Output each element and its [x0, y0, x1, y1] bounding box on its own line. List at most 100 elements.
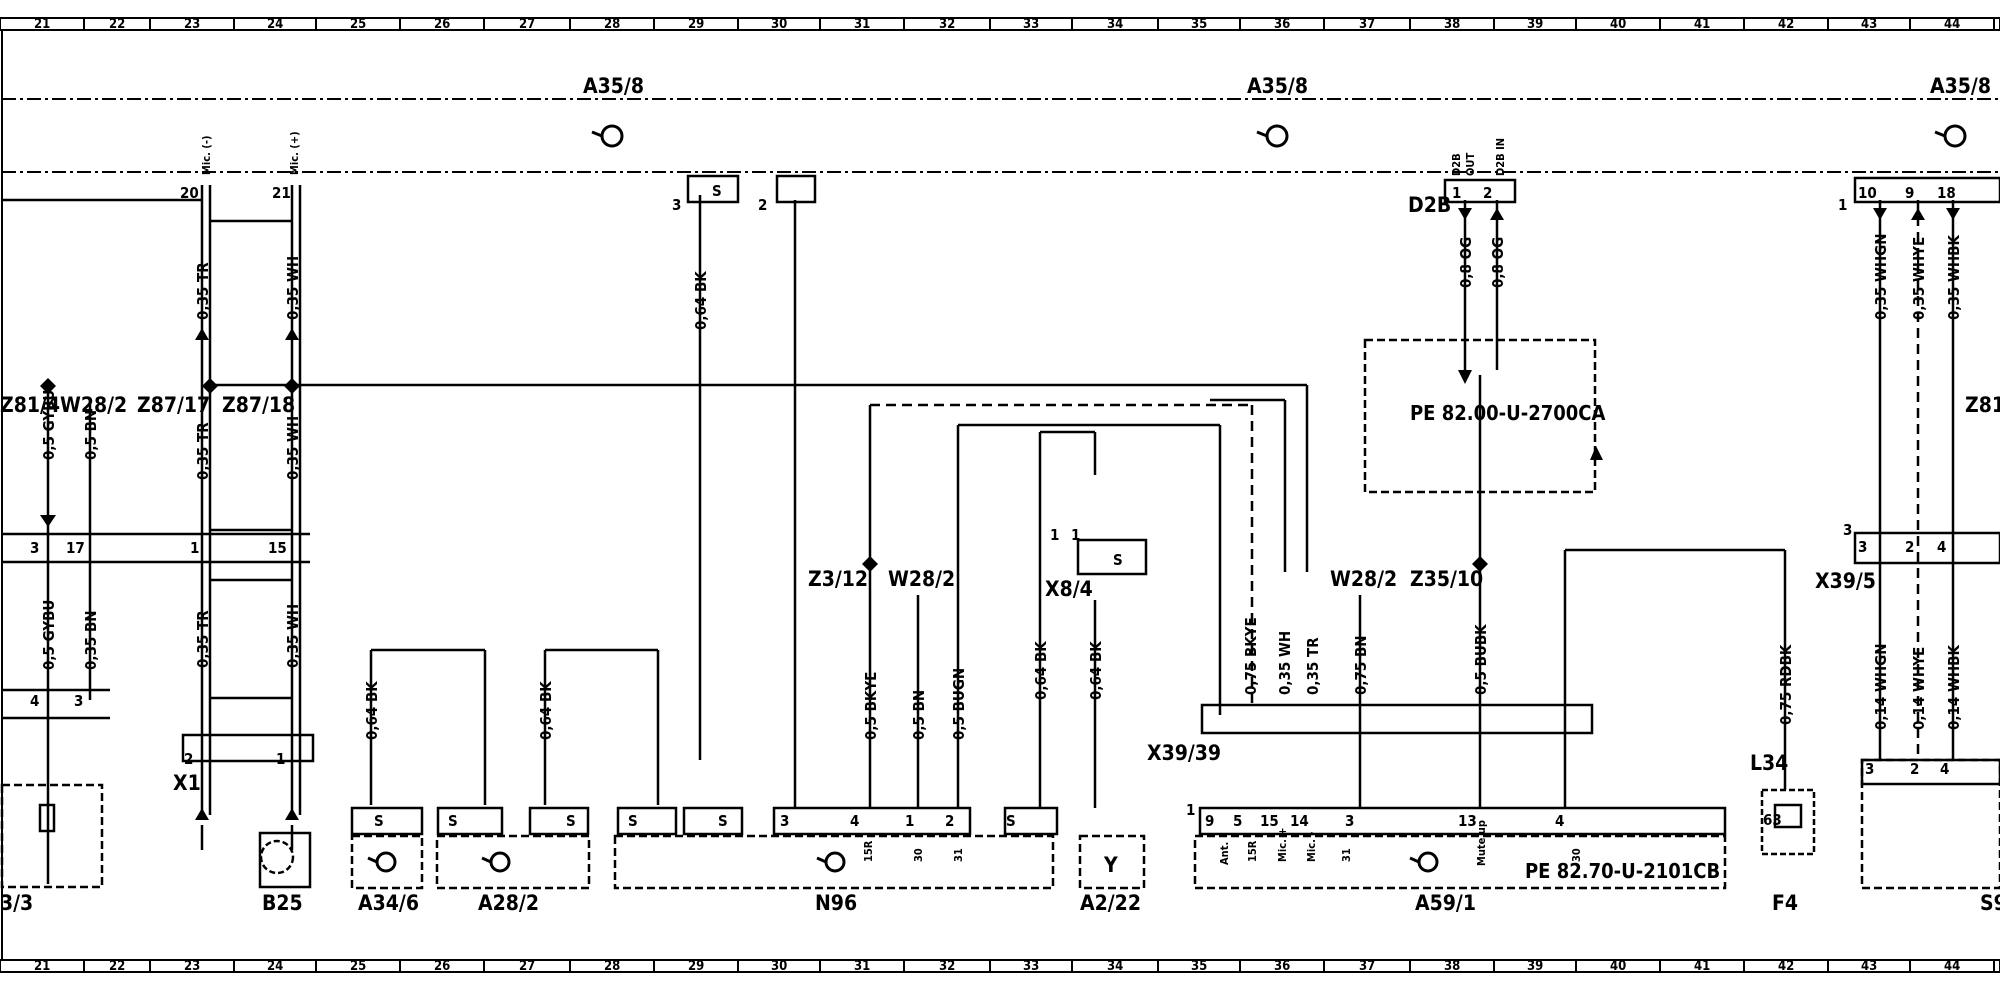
pin-function-label: 30 — [1570, 848, 1583, 862]
pin-function-label: 31 — [1340, 848, 1353, 862]
shield-s-mark: S — [1006, 812, 1016, 830]
wire-label: 0,75 RDBK — [1777, 644, 1795, 725]
n96-label: N96 — [815, 891, 857, 915]
wire-label: 0,8 OG — [1457, 237, 1475, 288]
grid-column-label: 32 — [939, 959, 955, 974]
arrow-markers — [40, 208, 1960, 820]
pin-label: 9 — [1205, 812, 1214, 830]
a34-6-label: A34/6 — [358, 891, 419, 915]
wire-label: 0,35 WH — [284, 416, 302, 480]
grid-column-label: 37 — [1359, 959, 1375, 974]
grid-column-label: 43 — [1861, 17, 1877, 32]
pin-label: 4 — [1940, 760, 1949, 778]
radio-unit-icon-stem — [481, 856, 492, 864]
wire-label: 0,35 WH — [1276, 631, 1294, 695]
pin-function-label: D2B — [1450, 153, 1463, 176]
f4-label: F4 — [1772, 891, 1798, 915]
grid-column-label: 31 — [854, 17, 870, 32]
node-z87-18: Z87/18 — [222, 393, 295, 417]
node-z81-4: Z81/4 — [0, 393, 60, 417]
grid-column-label: 30 — [771, 17, 787, 32]
wire-label: 0,64 BK — [692, 271, 710, 330]
pin-label: 9 — [1905, 184, 1914, 202]
x1-label: X1 — [173, 771, 201, 795]
a28-2-label: A28/2 — [478, 891, 539, 915]
a59-1-label: A59/1 — [1415, 891, 1476, 915]
pin-label: 1 — [905, 812, 914, 830]
node-z87-17: Z87/17 — [137, 393, 210, 417]
pin-label: 3 — [1858, 538, 1867, 556]
pin-function-label: 31 — [952, 848, 965, 862]
wire-label: 0,35 TR — [194, 422, 212, 480]
pin-label: 2 — [1905, 538, 1914, 556]
wire-paths — [0, 174, 2000, 890]
wire-label: 0,8 OG — [1489, 237, 1507, 288]
wire-label: 0,35 TR — [1304, 637, 1322, 695]
node-z81-right: Z81/ — [1965, 393, 2000, 417]
radio-unit-icon-stem — [1409, 856, 1420, 864]
radio-unit-icon-stem — [816, 856, 827, 864]
shield-s-mark: S — [628, 812, 638, 830]
reference-pe-bottom: PE 82.70-U-2101CB — [1525, 859, 1720, 883]
wire-label: 0,35 WHGN — [1872, 233, 1890, 320]
reference-pe-top: PE 82.00-U-2700CA — [1410, 401, 1605, 425]
grid-column-label: 40 — [1610, 959, 1626, 974]
grid-column-label: 37 — [1359, 17, 1375, 32]
grid-column-label: 42 — [1778, 959, 1794, 974]
radio-unit-icon — [489, 851, 511, 873]
grid-column-label: 28 — [604, 17, 620, 32]
pin-function-label: Mic. + — [1276, 827, 1289, 862]
junction-diamonds — [40, 378, 1488, 572]
grid-column-label: 24 — [267, 959, 283, 974]
grid-column-label: 26 — [434, 17, 450, 32]
wire-label: 0,14 WHGN — [1872, 643, 1890, 730]
pin-label: 63 — [1763, 811, 1782, 829]
grid-column-label: 23 — [184, 959, 200, 974]
wire-label: 0,5 BN — [910, 690, 928, 740]
shield-s-mark: S — [718, 812, 728, 830]
wire-label: 0,35 WH — [284, 256, 302, 320]
grid-column-label: 32 — [939, 17, 955, 32]
pin-label: 1 — [1186, 801, 1195, 819]
pin-label: 4 — [1555, 812, 1564, 830]
grid-column-label: 43 — [1861, 959, 1877, 974]
node-z3-12: Z3/12 — [808, 567, 868, 591]
radio-unit-icon — [824, 851, 846, 873]
pin-label: 2 — [758, 196, 767, 214]
pin-function-label: Mute up — [1475, 820, 1488, 866]
pin-label: 3 — [1865, 760, 1874, 778]
l34-label: L34 — [1750, 751, 1788, 775]
wire-label: 0,35 TR — [194, 610, 212, 668]
pin-function-label: OUT — [1464, 153, 1477, 176]
radio-module-icon — [591, 124, 1967, 148]
node-z35-10: Z35/10 — [1410, 567, 1483, 591]
top-grid-band — [0, 17, 2000, 31]
wire-label: 0,35 WHBK — [1945, 235, 1963, 320]
grid-column-label: 21 — [34, 959, 50, 974]
wire-label: 0,5 GYBU — [40, 600, 58, 670]
pin-label: 5 — [1233, 812, 1242, 830]
wire-label: 0,75 BKYE — [1242, 617, 1260, 695]
grid-column-label: 25 — [350, 17, 366, 32]
module-band — [2, 98, 2000, 173]
grid-column-label: 23 — [184, 17, 200, 32]
pin-label: 15 — [268, 539, 287, 557]
shield-s-mark: S — [374, 812, 384, 830]
wire-label: 0,5 BUGN — [950, 668, 968, 740]
b25-label: B25 — [262, 891, 303, 915]
wire-label: 0,75 BN — [1352, 635, 1370, 695]
pin-label: 1 — [1071, 526, 1080, 544]
shield-s-mark: S — [1113, 551, 1123, 569]
radio-unit-icon-stem — [367, 856, 378, 864]
pin-label: 2 — [1483, 184, 1492, 202]
x39-39-label: X39/39 — [1147, 741, 1221, 765]
grid-column-label: 30 — [771, 959, 787, 974]
pin-label: 1 — [190, 539, 199, 557]
wire-label: 0,64 BK — [1087, 641, 1105, 700]
wire-label: 0,14 WHBK — [1945, 645, 1963, 730]
pin-function-label: Mic. (+) — [288, 131, 301, 175]
grid-column-label: 34 — [1107, 959, 1123, 974]
grid-column-label: 27 — [519, 959, 535, 974]
